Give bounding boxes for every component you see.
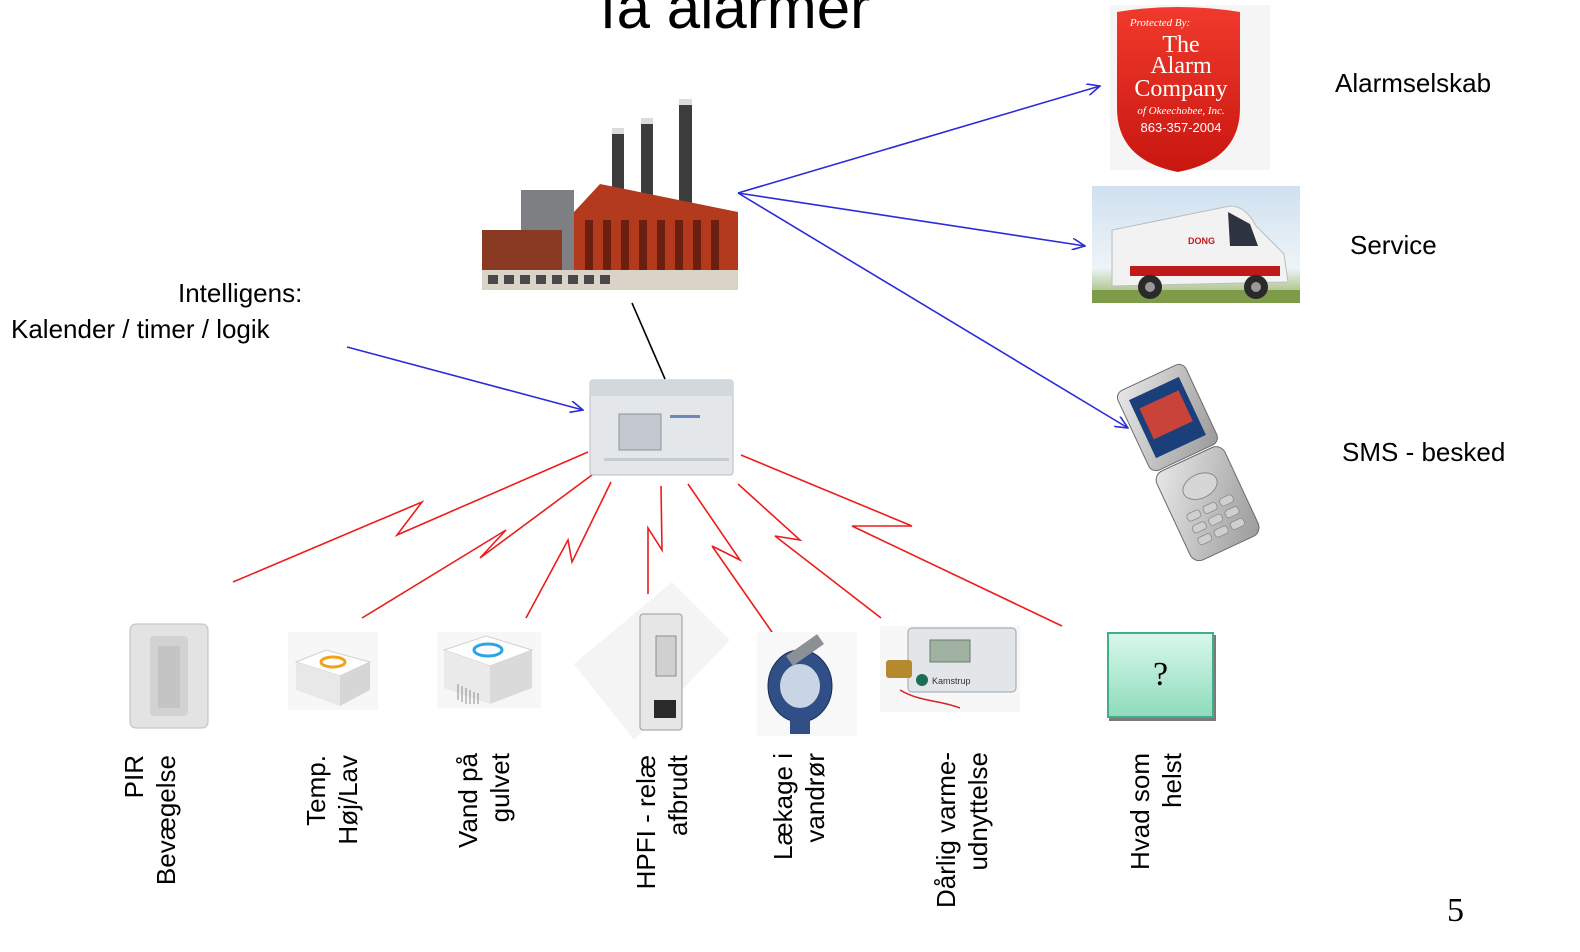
shield-alarm: Alarm: [1150, 53, 1212, 79]
shield-location: of Okeechobee, Inc.: [1137, 105, 1224, 117]
sensor-label-any-line1: Hvad som: [1125, 753, 1155, 871]
wireless-link-leak: [687, 483, 775, 636]
link-to-sms: [737, 192, 1128, 428]
shield-protected-by: Protected By:: [1129, 17, 1190, 29]
sensor-label-water-line2: gulvet: [485, 753, 515, 823]
shield-company: Company: [1134, 76, 1227, 102]
sensor-label-leak: Lækage i vandrør: [767, 753, 831, 898]
link-to-service: [737, 192, 1085, 246]
temperature-sensor-icon: [288, 632, 378, 710]
sensor-label-leak-line1: Lækage i: [768, 753, 798, 860]
pir-sensor-icon: [129, 623, 209, 729]
shield-the: The: [1162, 32, 1199, 58]
heat-meter-brand: Kamstrup: [932, 676, 971, 686]
wireless-links: [232, 451, 1063, 636]
wireless-link-any: [740, 454, 1063, 627]
sensor-label-heat: Dårlig varme- udnyttelse: [930, 752, 994, 948]
intelligence-label-line1: Intelligens:: [178, 278, 303, 308]
sensor-label-heat-line2: udnyttelse: [963, 752, 993, 871]
sensor-label-pir-line1: PIR: [119, 755, 149, 799]
sensor-label-water: Vand på gulvet: [452, 753, 516, 898]
water-sensor-icon: [437, 632, 541, 708]
sensor-label-any-line2: helst: [1157, 753, 1187, 808]
sensor-label-temp-line1: Temp.: [301, 755, 331, 826]
link-to-alarm-company: [737, 86, 1100, 194]
sensor-label-temp: Temp. Høj/Lav: [300, 755, 364, 880]
recipient-service: Service: [1350, 230, 1437, 260]
sensor-label-heat-line1: Dårlig varme-: [931, 752, 961, 909]
heat-meter-icon: Kamstrup: [880, 626, 1020, 712]
sensor-label-hpfi: HPFI - relæ afbrudt: [630, 755, 694, 925]
sensor-label-hpfi-line2: afbrudt: [663, 755, 693, 836]
recipient-alarm-company: Alarmselskab: [1335, 68, 1491, 98]
service-van-icon: DONG: [1092, 186, 1300, 303]
power-plant-icon: [482, 99, 738, 290]
controller-unit-icon: [589, 379, 734, 476]
wireless-link-heat: [737, 483, 882, 619]
hpfi-relay-icon: [574, 582, 730, 740]
unknown-sensor-box: ?: [1107, 632, 1214, 718]
slide-title: få alarmer: [600, 0, 871, 41]
sensor-label-hpfi-line1: HPFI - relæ: [631, 755, 661, 890]
water-meter-icon: [757, 632, 857, 736]
wireless-link-water: [525, 481, 612, 619]
sensor-label-leak-line2: vandrør: [800, 753, 830, 843]
sensor-label-temp-line2: Høj/Lav: [333, 755, 363, 845]
sensor-label-water-line1: Vand på: [453, 753, 483, 848]
sensor-label-any: Hvad som helst: [1124, 753, 1188, 898]
sensor-label-pir-line2: Bevægelse: [151, 755, 181, 886]
recipient-sms: SMS - besked: [1342, 437, 1505, 467]
wireless-link-pir: [232, 451, 589, 583]
van-logo: DONG: [1188, 236, 1215, 246]
sensor-label-pir: PIR Bevægelse: [118, 755, 182, 925]
page-number: 5: [1447, 892, 1464, 929]
shield-phone: 863-357-2004: [1141, 120, 1222, 135]
wireless-link-hpfi: [647, 485, 663, 594]
link-plant-controller: [631, 302, 666, 380]
blue-links: [346, 86, 1128, 428]
wireless-link-temp: [361, 471, 597, 619]
link-intelligence: [346, 346, 583, 410]
flip-phone-icon: [1116, 363, 1260, 562]
intelligence-label-line2: Kalender / timer / logik: [11, 314, 270, 344]
alarm-company-shield-icon: Protected By: The Alarm Company of Okeec…: [1110, 5, 1270, 172]
